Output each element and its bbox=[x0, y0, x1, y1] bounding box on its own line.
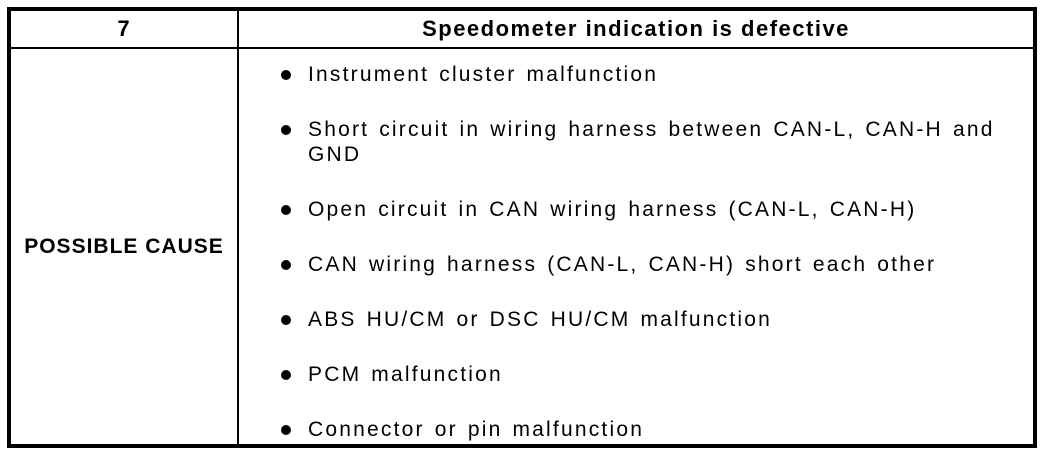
bullet-icon bbox=[281, 125, 291, 135]
cause-list-item: Connector or pin malfunction bbox=[281, 417, 1009, 442]
cause-text: Open circuit in CAN wiring harness (CAN-… bbox=[308, 198, 917, 221]
symptom-title: Speedometer indication is defective bbox=[422, 16, 850, 41]
cause-text: CAN wiring harness (CAN-L, CAN-H) short … bbox=[308, 253, 937, 276]
cause-text: ABS HU/CM or DSC HU/CM malfunction bbox=[308, 308, 773, 331]
item-number: 7 bbox=[117, 16, 131, 41]
cause-list-item: Short circuit in wiring harness between … bbox=[281, 117, 1009, 167]
cause-text: Connector or pin malfunction bbox=[308, 418, 645, 441]
cause-list-item: PCM malfunction bbox=[281, 362, 1009, 387]
bullet-icon bbox=[281, 315, 291, 325]
bullet-icon bbox=[281, 260, 291, 270]
troubleshooting-table: 7 Speedometer indication is defective PO… bbox=[7, 7, 1037, 448]
bullet-icon bbox=[281, 70, 291, 80]
cause-text: Instrument cluster malfunction bbox=[308, 63, 659, 86]
bullet-icon bbox=[281, 425, 291, 435]
cause-list: Instrument cluster malfunction Short cir… bbox=[281, 62, 1009, 442]
possible-causes-cell: Instrument cluster malfunction Short cir… bbox=[239, 49, 1033, 444]
cause-text: Short circuit in wiring harness between … bbox=[308, 118, 995, 166]
bullet-icon bbox=[281, 370, 291, 380]
cause-text: PCM malfunction bbox=[308, 363, 503, 386]
cause-list-item: Instrument cluster malfunction bbox=[281, 62, 1009, 87]
cause-list-item: Open circuit in CAN wiring harness (CAN-… bbox=[281, 197, 1009, 222]
possible-cause-label: POSSIBLE CAUSE bbox=[24, 234, 224, 258]
cause-list-item: ABS HU/CM or DSC HU/CM malfunction bbox=[281, 307, 1009, 332]
possible-cause-label-cell: POSSIBLE CAUSE bbox=[11, 49, 239, 444]
symptom-cell: Speedometer indication is defective bbox=[239, 11, 1033, 49]
bullet-icon bbox=[281, 205, 291, 215]
item-number-cell: 7 bbox=[11, 11, 239, 49]
cause-list-item: CAN wiring harness (CAN-L, CAN-H) short … bbox=[281, 252, 1009, 277]
